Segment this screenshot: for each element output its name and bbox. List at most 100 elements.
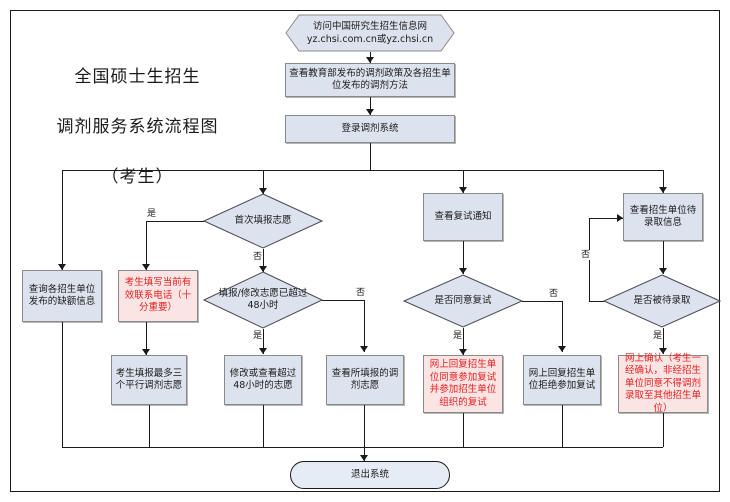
node-retest-notice-text: 查看复试通知 bbox=[434, 210, 492, 222]
edge-admitted-yes bbox=[663, 328, 664, 354]
edge-retest-to-agree bbox=[463, 241, 464, 274]
edge-label-over48-yes: 是 bbox=[252, 331, 264, 341]
edge-over48-no bbox=[322, 300, 364, 301]
edge-label-first-fill-no: 否 bbox=[252, 252, 264, 262]
edge-label-over48-no: 否 bbox=[355, 288, 367, 298]
node-over48-decision-text: 填报/修改志愿已超过48小时 bbox=[218, 288, 308, 311]
edge-modify-over48-down bbox=[263, 405, 264, 447]
node-view-filled-text: 查看所填报的调剂志愿 bbox=[331, 367, 399, 392]
node-phone-warning-text: 考生填写当前有效联系电话（十分重要） bbox=[124, 277, 192, 314]
edge-first-fill-yes bbox=[146, 221, 204, 222]
diamond-shape bbox=[203, 271, 323, 329]
arrowhead-first-fill-no bbox=[259, 266, 267, 272]
node-start[interactable]: 访问中国研究生招生信息网 yz.chsi.com.cn或yz.chsi.cn bbox=[285, 14, 455, 52]
node-start-line2: yz.chsi.com.cn或yz.chsi.cn bbox=[306, 34, 434, 45]
page-title-line1: 全国硕士生招生 bbox=[74, 67, 201, 87]
arrowhead-start-to-policy bbox=[366, 57, 374, 63]
edge-label-admitted-no: 否 bbox=[580, 250, 592, 260]
node-start-text: 访问中国研究生招生信息网 yz.chsi.com.cn或yz.chsi.cn bbox=[285, 14, 455, 52]
node-fill-three-text: 考生填报最多三个平行调剂志愿 bbox=[115, 367, 183, 392]
edge-policy-to-login bbox=[370, 97, 371, 115]
edge-over48-no-down bbox=[364, 300, 365, 352]
arrowhead-agree-retest-no bbox=[558, 346, 566, 352]
bus-top-horizontal bbox=[62, 170, 663, 171]
edge-bus-to-exit bbox=[364, 405, 365, 461]
node-retest-notice[interactable]: 查看复试通知 bbox=[423, 193, 503, 241]
edge-login-down bbox=[370, 143, 371, 170]
node-online-confirm-text: 网上确认（考生一经确认，非经招生单位同意不得调剂录取至其他招生单位） bbox=[624, 352, 701, 414]
arrowhead-branch-first-fill bbox=[259, 188, 267, 194]
edge-reply-agree-down bbox=[463, 413, 464, 447]
edge-phone-to-fill-three bbox=[146, 322, 147, 355]
arrowhead-admitted-no bbox=[617, 214, 623, 222]
arrowhead-branch-retest bbox=[459, 187, 467, 193]
node-phone-warning[interactable]: 考生填写当前有效联系电话（十分重要） bbox=[118, 270, 198, 322]
diamond-shape bbox=[203, 193, 323, 249]
arrowhead-phone-to-fill-three bbox=[142, 349, 150, 355]
node-policy-text: 查看教育部发布的调剂政策及各招生单位发布的调剂方法 bbox=[289, 67, 451, 92]
arrowhead-agree-retest-yes bbox=[459, 349, 467, 355]
node-fill-three[interactable]: 考生填报最多三个平行调剂志愿 bbox=[111, 355, 187, 405]
edge-agree-retest-no-down bbox=[562, 301, 563, 352]
edge-first-fill-yes-down bbox=[146, 221, 147, 270]
diamond-shape bbox=[603, 274, 721, 328]
node-admitted-decision-text: 是否被待录取 bbox=[633, 295, 691, 306]
bus-branch-first-fill bbox=[263, 170, 264, 194]
node-agree-retest-decision[interactable]: 是否同意复试 bbox=[403, 274, 523, 328]
node-reply-refuse[interactable]: 网上回复招生单位拒绝参加复试 bbox=[523, 355, 601, 405]
page-title-line2: 调剂服务系统流程图 bbox=[56, 117, 219, 137]
node-query-vacancy[interactable]: 查询各招生单位发布的缺额信息 bbox=[22, 270, 102, 322]
node-exit-text: 退出系统 bbox=[350, 468, 389, 480]
bus-branch-admission bbox=[663, 170, 664, 193]
node-login[interactable]: 登录调剂系统 bbox=[285, 115, 455, 143]
node-policy[interactable]: 查看教育部发布的调剂政策及各招生单位发布的调剂方法 bbox=[285, 63, 455, 97]
arrowhead-retest-to-agree bbox=[459, 268, 467, 274]
diagram-outer-frame bbox=[10, 10, 720, 492]
node-first-fill-decision-text: 首次填报志愿 bbox=[234, 215, 292, 226]
edge-label-admitted-yes: 是 bbox=[652, 331, 664, 341]
arrowhead-over48-yes bbox=[259, 348, 267, 354]
arrowhead-first-fill-yes bbox=[142, 264, 150, 270]
edge-reply-refuse-down bbox=[562, 405, 563, 447]
arrowhead-over48-no bbox=[360, 346, 368, 352]
node-modify-over48[interactable]: 修改或查看超过48小时的志愿 bbox=[224, 355, 302, 405]
bus-branch-left bbox=[62, 170, 63, 270]
node-reply-agree-text: 网上回复招生单位同意参加复试并参加招生单位组织的复试 bbox=[429, 359, 497, 408]
node-exit[interactable]: 退出系统 bbox=[290, 461, 450, 489]
node-view-filled[interactable]: 查看所填报的调剂志愿 bbox=[326, 355, 404, 405]
edge-label-agree-retest-yes: 是 bbox=[452, 331, 464, 341]
node-online-confirm[interactable]: 网上确认（考生一经确认，非经招生单位同意不得调剂录取至其他招生单位） bbox=[618, 352, 708, 414]
node-admitted-decision[interactable]: 是否被待录取 bbox=[603, 274, 721, 328]
bus-branch-retest bbox=[463, 170, 464, 193]
bus-bottom-horizontal bbox=[62, 447, 663, 448]
arrowhead-admission-to-decision bbox=[659, 268, 667, 274]
edge-label-first-fill-yes: 是 bbox=[146, 209, 158, 219]
edge-agree-retest-yes bbox=[463, 328, 464, 355]
node-reply-agree[interactable]: 网上回复招生单位同意参加复试并参加招生单位组织的复试 bbox=[423, 355, 503, 413]
node-over48-decision[interactable]: 填报/修改志愿已超过48小时 bbox=[203, 271, 323, 329]
node-agree-retest-decision-text: 是否同意复试 bbox=[434, 295, 492, 306]
arrowhead-policy-to-login bbox=[366, 109, 374, 115]
node-first-fill-decision[interactable]: 首次填报志愿 bbox=[203, 193, 323, 249]
edge-agree-retest-no bbox=[522, 301, 562, 302]
edge-label-agree-retest-no: 否 bbox=[548, 289, 560, 299]
page-title-line3: （考生） bbox=[101, 167, 174, 187]
edge-fill-three-down bbox=[149, 405, 150, 447]
page-title: 全国硕士生招生 调剂服务系统流程图 （考生） bbox=[30, 40, 245, 215]
node-view-admission-text: 查看招生单位待录取信息 bbox=[629, 204, 697, 229]
edge-admitted-no-left bbox=[589, 301, 604, 302]
node-view-admission[interactable]: 查看招生单位待录取信息 bbox=[623, 193, 703, 241]
arrowhead-bus-to-exit bbox=[360, 455, 368, 461]
arrowhead-branch-admission bbox=[659, 187, 667, 193]
node-login-text: 登录调剂系统 bbox=[341, 122, 399, 134]
arrowhead-admitted-yes bbox=[659, 348, 667, 354]
arrowhead-branch-left bbox=[58, 264, 66, 270]
diamond-shape bbox=[403, 274, 523, 328]
edge-online-confirm-down bbox=[663, 413, 664, 447]
edge-query-vacancy-down bbox=[62, 322, 63, 447]
edge-over48-yes bbox=[263, 329, 264, 354]
node-query-vacancy-text: 查询各招生单位发布的缺额信息 bbox=[28, 283, 96, 308]
node-reply-refuse-text: 网上回复招生单位拒绝参加复试 bbox=[528, 367, 596, 392]
node-modify-over48-text: 修改或查看超过48小时的志愿 bbox=[229, 367, 297, 392]
